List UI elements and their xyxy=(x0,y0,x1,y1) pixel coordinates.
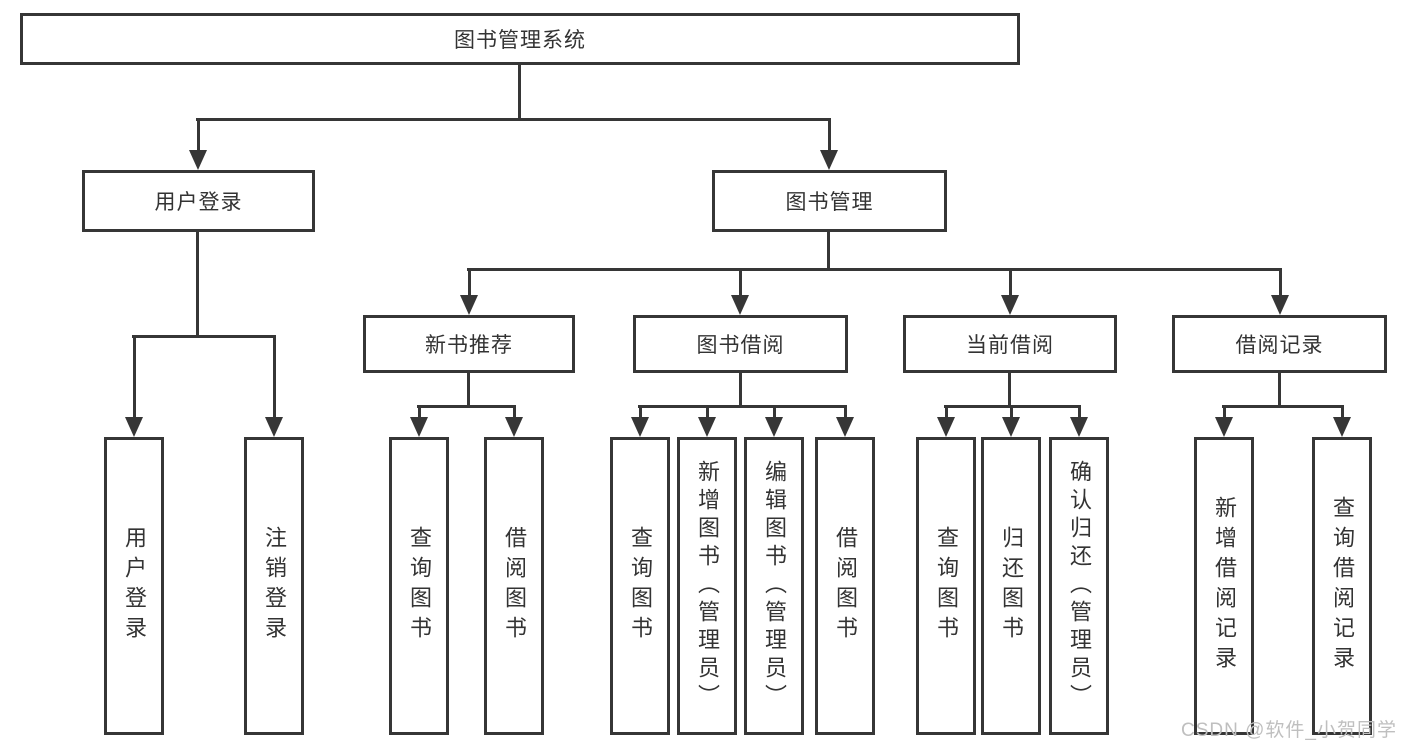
connector-book-borrow-stub xyxy=(739,373,742,408)
arrow-to-current-borrow xyxy=(1001,268,1019,315)
arrow-to-borrow-records xyxy=(1271,268,1289,315)
arrow-leaf-borrow-books xyxy=(836,405,854,437)
arrow-leaf-query-record xyxy=(1333,405,1351,437)
connector-new-book-bus xyxy=(417,405,516,408)
arrow-to-user-login xyxy=(189,118,207,170)
node-new-book-recommend: 新书推荐 xyxy=(363,315,575,373)
arrow-to-leaf-user-login xyxy=(125,335,143,437)
node-library-management-system: 图书管理系统 xyxy=(20,13,1020,65)
connector-current-borrow-stub xyxy=(1008,373,1011,408)
leaf-logout: 注销登录 xyxy=(244,437,304,735)
arrow-leaf-edit-books xyxy=(765,405,783,437)
connector-borrow-records-bus xyxy=(1222,405,1344,408)
arrow-leaf-add-record xyxy=(1215,405,1233,437)
arrow-leaf-confirm-return xyxy=(1070,405,1088,437)
leaf-borrow-books: 借阅图书 xyxy=(815,437,875,735)
arrow-leaf-query-borrow xyxy=(631,405,649,437)
arrow-leaf-query-current xyxy=(937,405,955,437)
connector-user-login-bus xyxy=(132,335,276,338)
leaf-add-borrow-record: 新增借阅记录 xyxy=(1194,437,1254,735)
leaf-query-borrow-record: 查询借阅记录 xyxy=(1312,437,1372,735)
connector-book-borrow-bus xyxy=(638,405,847,408)
arrow-leaf-return-books xyxy=(1002,405,1020,437)
node-book-management: 图书管理 xyxy=(712,170,947,232)
arrow-to-book-borrow xyxy=(731,268,749,315)
leaf-return-books: 归还图书 xyxy=(981,437,1041,735)
node-user-login: 用户登录 xyxy=(82,170,315,232)
arrow-leaf-add-books xyxy=(698,405,716,437)
arrow-leaf-query-recommend xyxy=(410,405,428,437)
connector-borrow-records-stub xyxy=(1278,373,1281,408)
leaf-confirm-return-admin: 确认归还（管理员） xyxy=(1049,437,1109,735)
connector-user-login-stub xyxy=(196,232,199,338)
connector-new-book-stub xyxy=(467,373,470,408)
connector-root-bus xyxy=(196,118,831,121)
arrow-to-book-management xyxy=(820,118,838,170)
arrow-to-leaf-logout xyxy=(265,335,283,437)
leaf-query-books-current: 查询图书 xyxy=(916,437,976,735)
leaf-add-books-admin: 新增图书（管理员） xyxy=(677,437,737,735)
connector-root-stub xyxy=(518,65,521,121)
node-borrow-records: 借阅记录 xyxy=(1172,315,1387,373)
connector-book-management-stub xyxy=(827,232,830,271)
leaf-query-books-borrow: 查询图书 xyxy=(610,437,670,735)
node-current-borrow: 当前借阅 xyxy=(903,315,1117,373)
arrow-leaf-borrow-recommend xyxy=(505,405,523,437)
leaf-edit-books-admin: 编辑图书（管理员） xyxy=(744,437,804,735)
arrow-to-new-book-recommend xyxy=(460,268,478,315)
csdn-watermark: CSDN @软件_小贺同学 xyxy=(1181,720,1397,741)
node-book-borrow: 图书借阅 xyxy=(633,315,848,373)
connector-current-borrow-bus xyxy=(944,405,1081,408)
connector-book-management-bus xyxy=(467,268,1282,271)
leaf-query-books-recommend: 查询图书 xyxy=(389,437,449,735)
leaf-user-login: 用户登录 xyxy=(104,437,164,735)
leaf-borrow-books-recommend: 借阅图书 xyxy=(484,437,544,735)
